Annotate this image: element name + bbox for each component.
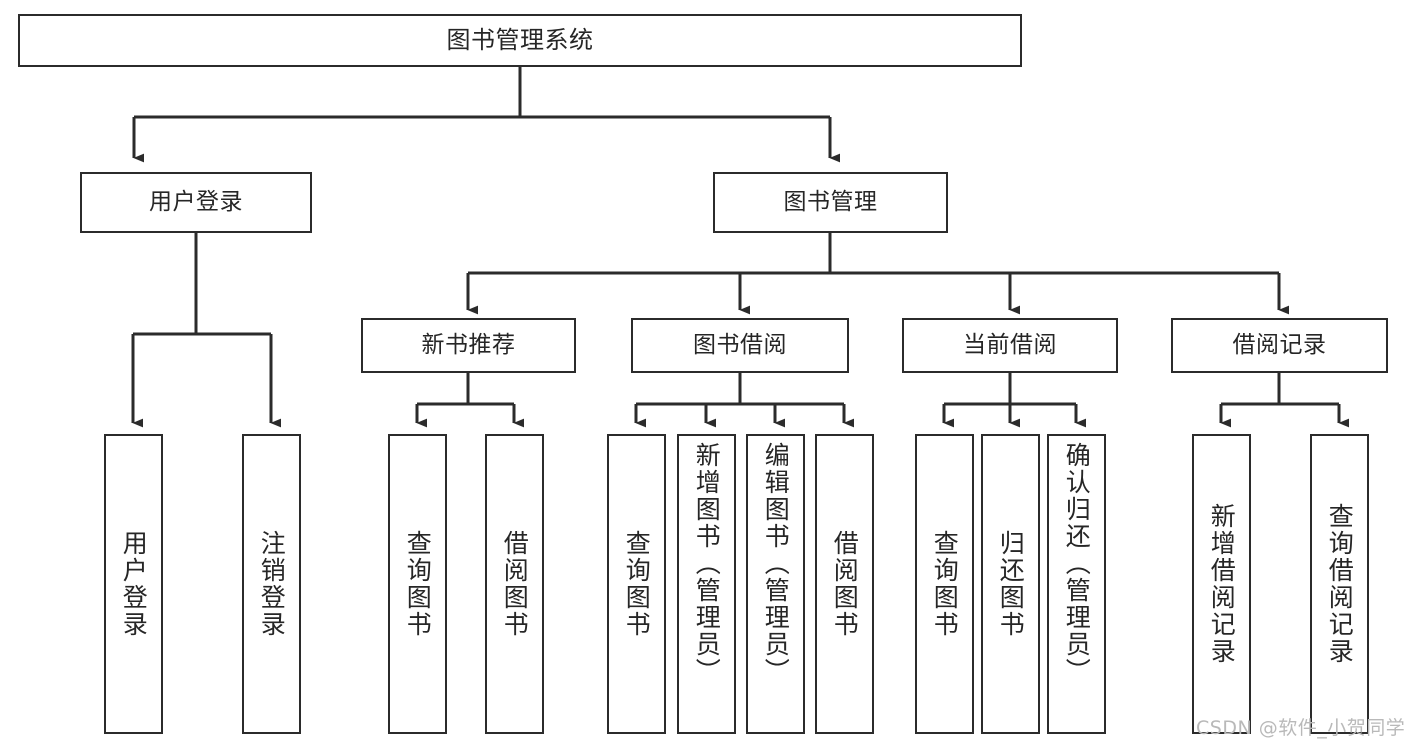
leaf-user-login-login-label: 用户登录 <box>119 530 149 638</box>
node-borrow-record-label: 借阅记录 <box>1232 331 1327 358</box>
leaf-book-borrow-query[interactable]: 查询图书 <box>607 434 666 734</box>
node-current-borrow[interactable]: 当前借阅 <box>902 318 1118 373</box>
leaf-borrow-record-add-label: 新增借阅记录 <box>1207 503 1237 665</box>
leaf-new-book-borrow[interactable]: 借阅图书 <box>485 434 544 734</box>
leaf-new-book-query-label: 查询图书 <box>403 530 433 638</box>
node-user-login[interactable]: 用户登录 <box>80 172 312 233</box>
leaf-current-borrow-return[interactable]: 归还图书 <box>981 434 1040 734</box>
leaf-current-borrow-return-label: 归还图书 <box>996 530 1026 638</box>
leaf-book-borrow-borrow[interactable]: 借阅图书 <box>815 434 874 734</box>
leaf-borrow-record-query[interactable]: 查询借阅记录 <box>1310 434 1369 734</box>
leaf-book-borrow-borrow-label: 借阅图书 <box>830 530 860 638</box>
leaf-borrow-record-query-label: 查询借阅记录 <box>1325 503 1355 665</box>
node-book-management-label: 图书管理 <box>783 188 878 215</box>
leaf-book-borrow-query-label: 查询图书 <box>622 530 652 638</box>
leaf-borrow-record-add[interactable]: 新增借阅记录 <box>1192 434 1251 734</box>
leaf-book-borrow-add-label: 新增图书（管理员） <box>692 442 722 685</box>
leaf-current-borrow-confirm[interactable]: 确认归还（管理员） <box>1047 434 1106 734</box>
leaf-current-borrow-query[interactable]: 查询图书 <box>915 434 974 734</box>
node-current-borrow-label: 当前借阅 <box>963 331 1057 358</box>
leaf-user-login-logout-label: 注销登录 <box>257 530 287 638</box>
leaf-book-borrow-edit[interactable]: 编辑图书（管理员） <box>746 434 805 734</box>
node-borrow-record[interactable]: 借阅记录 <box>1171 318 1388 373</box>
leaf-book-borrow-add[interactable]: 新增图书（管理员） <box>677 434 736 734</box>
leaf-new-book-borrow-label: 借阅图书 <box>500 530 530 638</box>
leaf-user-login-login[interactable]: 用户登录 <box>104 434 163 734</box>
leaf-user-login-logout[interactable]: 注销登录 <box>242 434 301 734</box>
node-book-borrow[interactable]: 图书借阅 <box>631 318 849 373</box>
watermark-text: CSDN @软件_小贺同学 <box>1196 717 1405 739</box>
leaf-new-book-query[interactable]: 查询图书 <box>388 434 447 734</box>
node-root[interactable]: 图书管理系统 <box>18 14 1022 67</box>
node-user-login-label: 用户登录 <box>149 188 243 215</box>
node-new-book-recommend[interactable]: 新书推荐 <box>361 318 576 373</box>
node-book-borrow-label: 图书借阅 <box>693 331 787 358</box>
leaf-current-borrow-confirm-label: 确认归还（管理员） <box>1062 442 1092 685</box>
leaf-current-borrow-query-label: 查询图书 <box>930 530 960 638</box>
node-new-book-recommend-label: 新书推荐 <box>421 331 516 358</box>
node-root-label: 图书管理系统 <box>446 26 594 55</box>
leaf-book-borrow-edit-label: 编辑图书（管理员） <box>761 442 791 685</box>
node-book-management[interactable]: 图书管理 <box>713 172 948 233</box>
